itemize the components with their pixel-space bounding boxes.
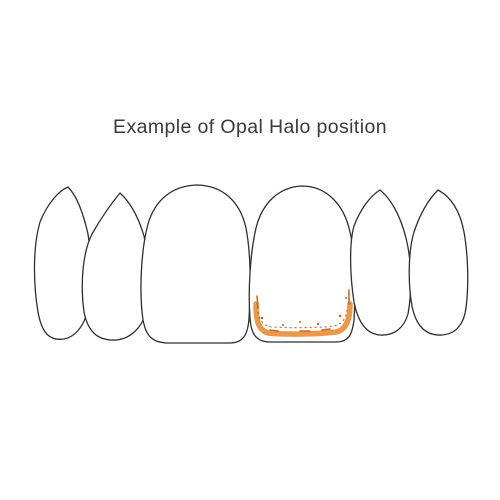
tooth-left-central [140, 184, 251, 344]
diagram-title: Example of Opal Halo position [113, 116, 387, 138]
halo-speck [260, 316, 264, 320]
tooth-right-central [248, 185, 356, 343]
halo-speck [282, 324, 284, 326]
opal-halo-band [253, 301, 353, 337]
tooth-right-lateral [349, 189, 412, 336]
opal-halo-inner-edge [257, 309, 348, 329]
opal-halo [253, 289, 353, 337]
halo-speck [316, 322, 320, 326]
tooth-far-left [33, 186, 92, 340]
halo-speck [345, 297, 347, 299]
tooth-left-lateral [81, 192, 149, 341]
halo-speck [338, 314, 342, 318]
tooth-far-right [408, 189, 469, 336]
halo-speck [299, 321, 301, 323]
opal-halo-speckle-line [256, 289, 350, 332]
